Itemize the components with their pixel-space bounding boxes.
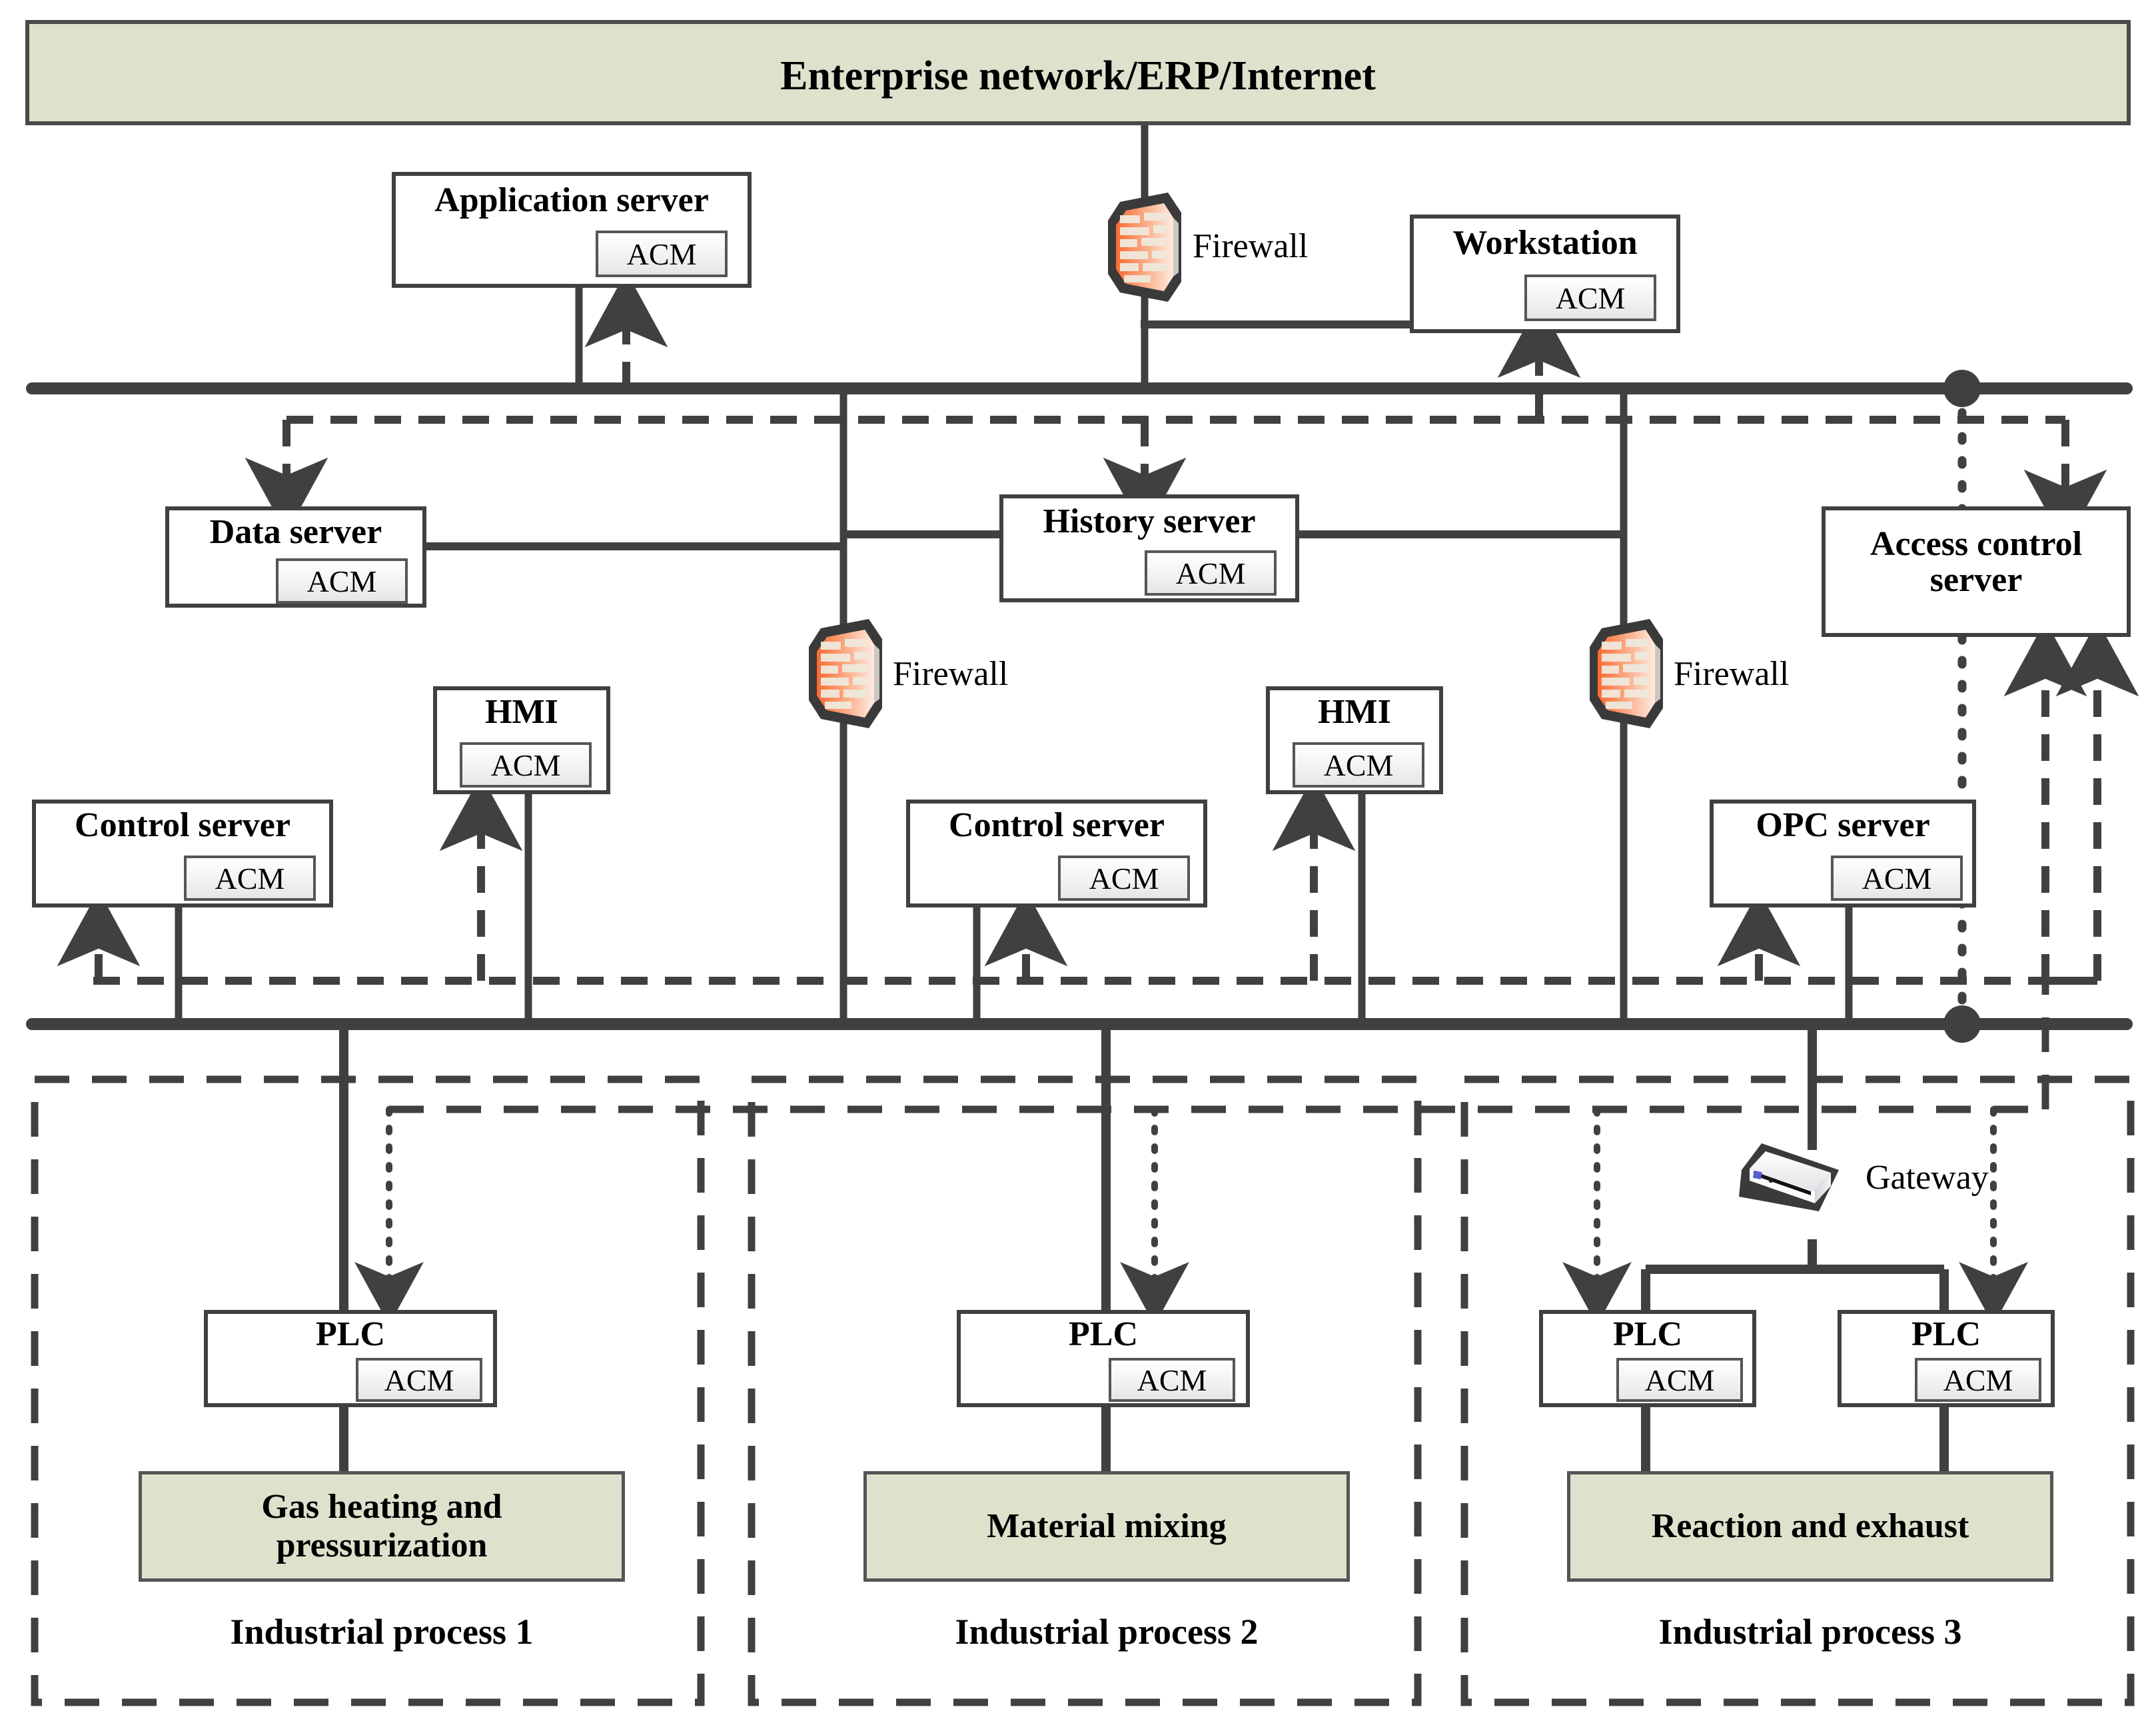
gateway-icon[interactable]	[1727, 1133, 1854, 1233]
acm-hmi-1[interactable]: ACM	[460, 742, 592, 788]
control-server-1-label: Control server	[75, 806, 290, 844]
acm-plc-1[interactable]: ACM	[356, 1358, 482, 1402]
firewall-left-icon[interactable]	[805, 616, 885, 731]
equipment-reaction-exhaust: Reaction and exhaust	[1567, 1471, 2053, 1582]
firewall-right-icon[interactable]	[1586, 616, 1666, 731]
acm-workstation[interactable]: ACM	[1524, 275, 1656, 321]
node-plc-1[interactable]: PLC ACM	[204, 1310, 497, 1407]
equipment-gas-heating: Gas heating and pressurization	[139, 1471, 625, 1582]
firewall-top-icon[interactable]	[1104, 190, 1184, 304]
data-server-label: Data server	[209, 513, 382, 551]
equipment-material-mixing: Material mixing	[863, 1471, 1350, 1582]
node-hmi-1[interactable]: HMI ACM	[433, 686, 610, 794]
node-history-server[interactable]: History server ACM	[999, 494, 1299, 602]
acm-plc-4[interactable]: ACM	[1915, 1358, 2041, 1402]
application-server-label: Application server	[434, 181, 709, 219]
firewall-right-label: Firewall	[1674, 655, 1790, 693]
history-server-label: History server	[1043, 502, 1256, 540]
node-plc-3[interactable]: PLC ACM	[1539, 1310, 1756, 1407]
hmi-2-label: HMI	[1318, 693, 1391, 731]
acm-application-server[interactable]: ACM	[596, 231, 728, 277]
opc-server-label: OPC server	[1756, 806, 1930, 844]
node-control-server-1[interactable]: Control server ACM	[32, 800, 333, 907]
control-server-2-label: Control server	[949, 806, 1165, 844]
workstation-label: Workstation	[1452, 224, 1638, 262]
acm-plc-3[interactable]: ACM	[1616, 1358, 1743, 1402]
plc-1-label: PLC	[316, 1315, 385, 1353]
enterprise-network-bar: Enterprise network/ERP/Internet	[25, 20, 2131, 125]
plc-3-label: PLC	[1613, 1315, 1682, 1353]
node-opc-server[interactable]: OPC server ACM	[1710, 800, 1976, 907]
node-plc-4[interactable]: PLC ACM	[1838, 1310, 2055, 1407]
node-access-control-server[interactable]: Access control server	[1822, 506, 2131, 637]
hmi-1-label: HMI	[485, 693, 558, 731]
node-plc-2[interactable]: PLC ACM	[957, 1310, 1250, 1407]
acm-data-server[interactable]: ACM	[276, 558, 408, 604]
node-application-server[interactable]: Application server ACM	[392, 172, 752, 288]
node-hmi-2[interactable]: HMI ACM	[1266, 686, 1443, 794]
firewall-left-label: Firewall	[893, 655, 1009, 693]
firewall-top-label: Firewall	[1193, 227, 1309, 265]
enterprise-network-label: Enterprise network/ERP/Internet	[780, 53, 1376, 99]
acm-plc-2[interactable]: ACM	[1109, 1358, 1235, 1402]
industrial-process-3-label: Industrial process 3	[1658, 1612, 1962, 1652]
node-workstation[interactable]: Workstation ACM	[1410, 215, 1680, 333]
acm-hmi-2[interactable]: ACM	[1293, 742, 1424, 788]
plc-4-label: PLC	[1911, 1315, 1981, 1353]
acm-control-server-1[interactable]: ACM	[184, 856, 316, 901]
gateway-label: Gateway	[1866, 1159, 1989, 1197]
industrial-process-2-label: Industrial process 2	[955, 1612, 1259, 1652]
industrial-process-1-label: Industrial process 1	[230, 1612, 534, 1652]
node-control-server-2[interactable]: Control server ACM	[906, 800, 1207, 907]
access-control-server-label: Access control server	[1870, 525, 2083, 600]
acm-opc-server[interactable]: ACM	[1831, 856, 1963, 901]
plc-2-label: PLC	[1069, 1315, 1138, 1353]
node-data-server[interactable]: Data server ACM	[165, 506, 426, 608]
acm-history-server[interactable]: ACM	[1145, 550, 1277, 596]
acm-control-server-2[interactable]: ACM	[1058, 856, 1190, 901]
